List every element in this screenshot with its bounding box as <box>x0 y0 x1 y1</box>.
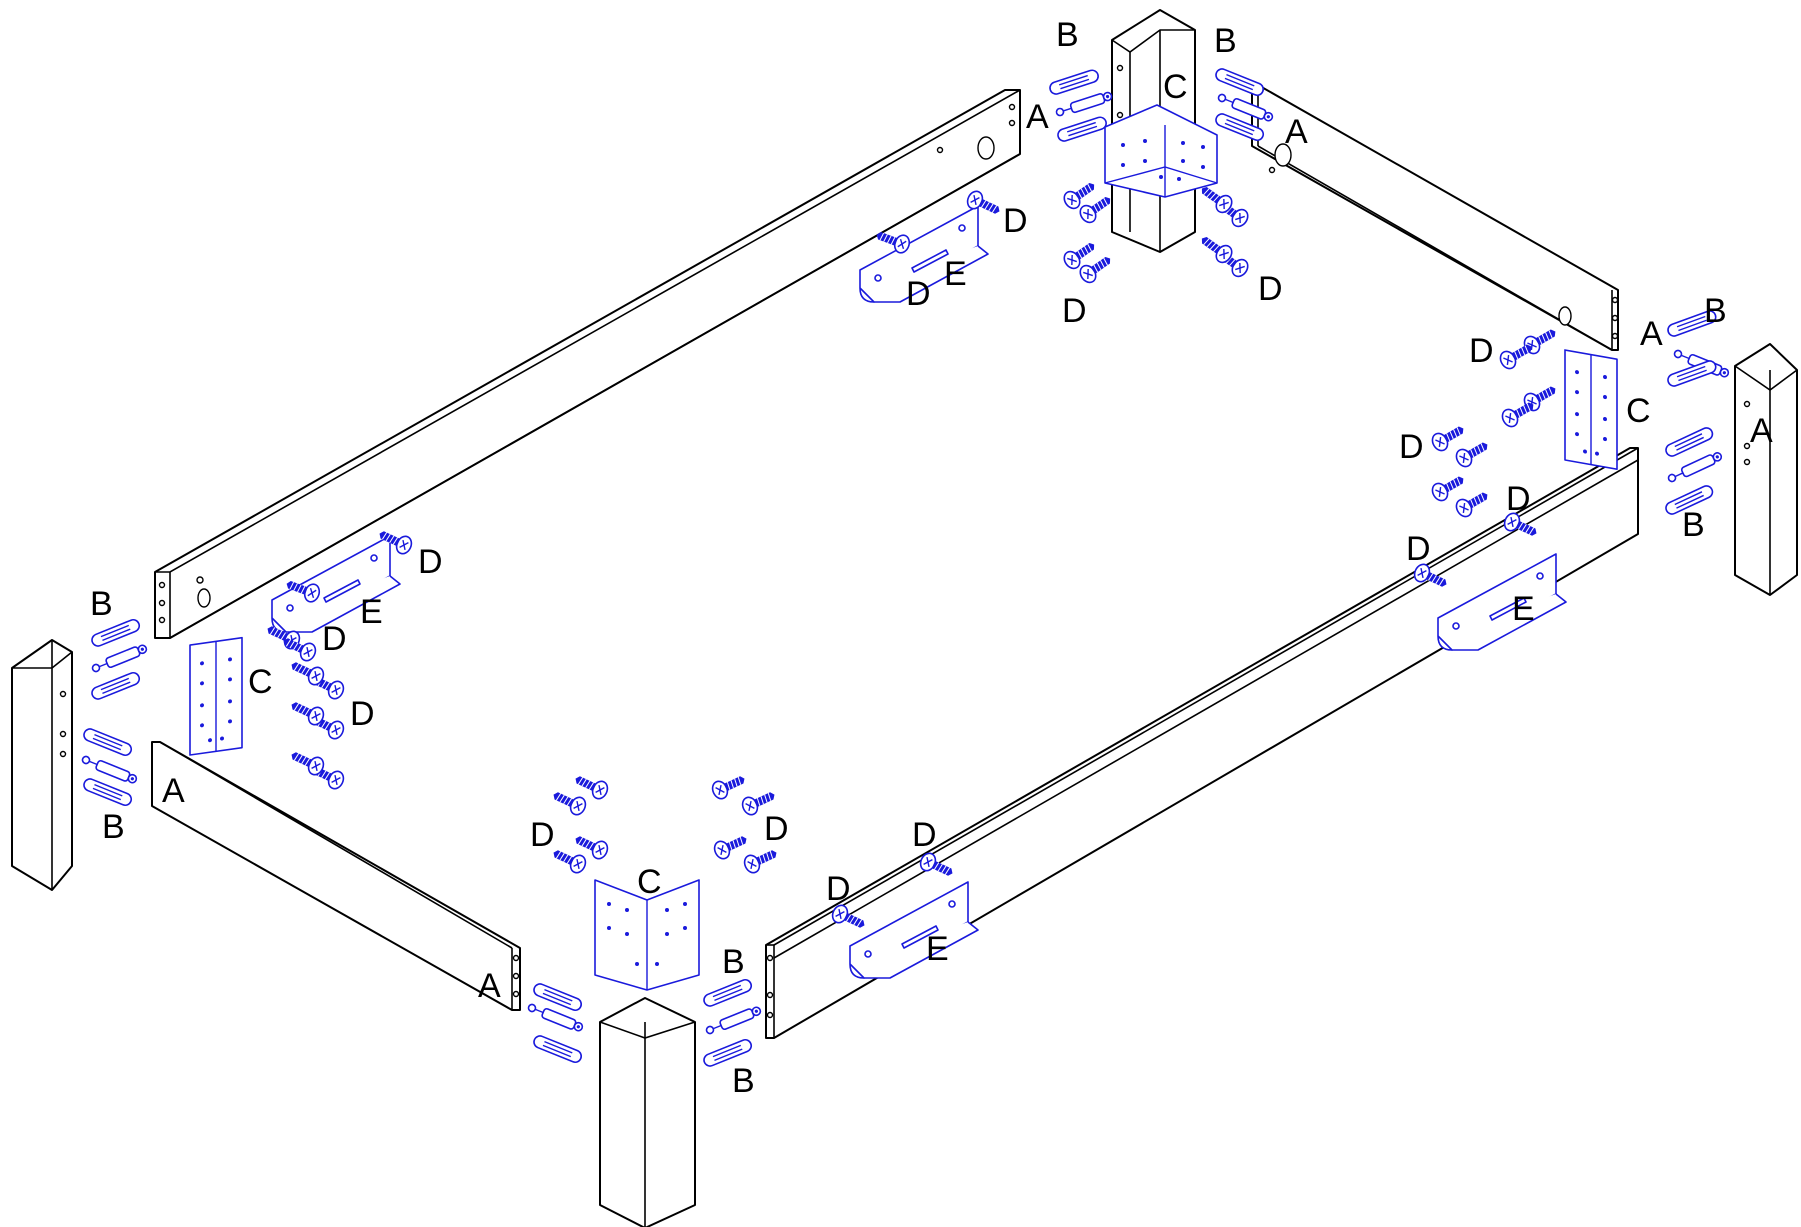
label-d: D <box>1406 530 1431 568</box>
label-c: C <box>1163 68 1188 106</box>
label-d: D <box>1506 480 1531 518</box>
label-d: D <box>1062 292 1087 330</box>
label-c: C <box>248 663 273 701</box>
bracket-c-back-center <box>1104 104 1218 198</box>
label-c: C <box>637 863 662 901</box>
label-b: B <box>732 1062 755 1100</box>
label-a: A <box>1640 315 1663 353</box>
label-d: D <box>764 810 789 848</box>
post-front-left <box>11 639 73 891</box>
rail-front-left <box>151 741 521 1011</box>
label-d: D <box>826 870 851 908</box>
label-a: A <box>162 772 185 810</box>
label-b: B <box>1704 292 1727 330</box>
label-d: D <box>1003 202 1028 240</box>
bracket-c-front-left <box>189 636 243 756</box>
label-e: E <box>360 593 383 631</box>
bracket-c-front-center <box>594 879 700 991</box>
label-b: B <box>90 585 113 623</box>
label-a: A <box>478 967 501 1005</box>
label-b: B <box>1214 22 1237 60</box>
label-d: D <box>1399 428 1424 466</box>
rail-back-left <box>154 89 1021 639</box>
bracket-c-back-right <box>1564 349 1618 470</box>
label-a: A <box>1285 113 1308 151</box>
label-d: D <box>418 543 443 581</box>
post-back-right <box>1734 343 1798 596</box>
label-e: E <box>926 930 949 968</box>
label-d: D <box>1469 332 1494 370</box>
label-a: A <box>1026 98 1049 136</box>
label-b: B <box>722 943 745 981</box>
label-b: B <box>1056 16 1079 54</box>
label-c: C <box>1626 392 1651 430</box>
label-b: B <box>102 808 125 846</box>
label-d: D <box>906 275 931 313</box>
label-d: D <box>322 620 347 658</box>
post-front-center <box>599 997 696 1227</box>
label-d: D <box>530 816 555 854</box>
label-b: B <box>1682 506 1705 544</box>
label-d: D <box>350 695 375 733</box>
label-e: E <box>944 255 967 293</box>
label-d: D <box>1258 270 1283 308</box>
label-a: A <box>1750 412 1773 450</box>
label-d: D <box>912 816 937 854</box>
rail-front-right <box>765 447 1639 1039</box>
label-e: E <box>1512 590 1535 628</box>
part-labels: A A A A A A B B B B B B B B C C C C D D … <box>90 16 1773 1100</box>
